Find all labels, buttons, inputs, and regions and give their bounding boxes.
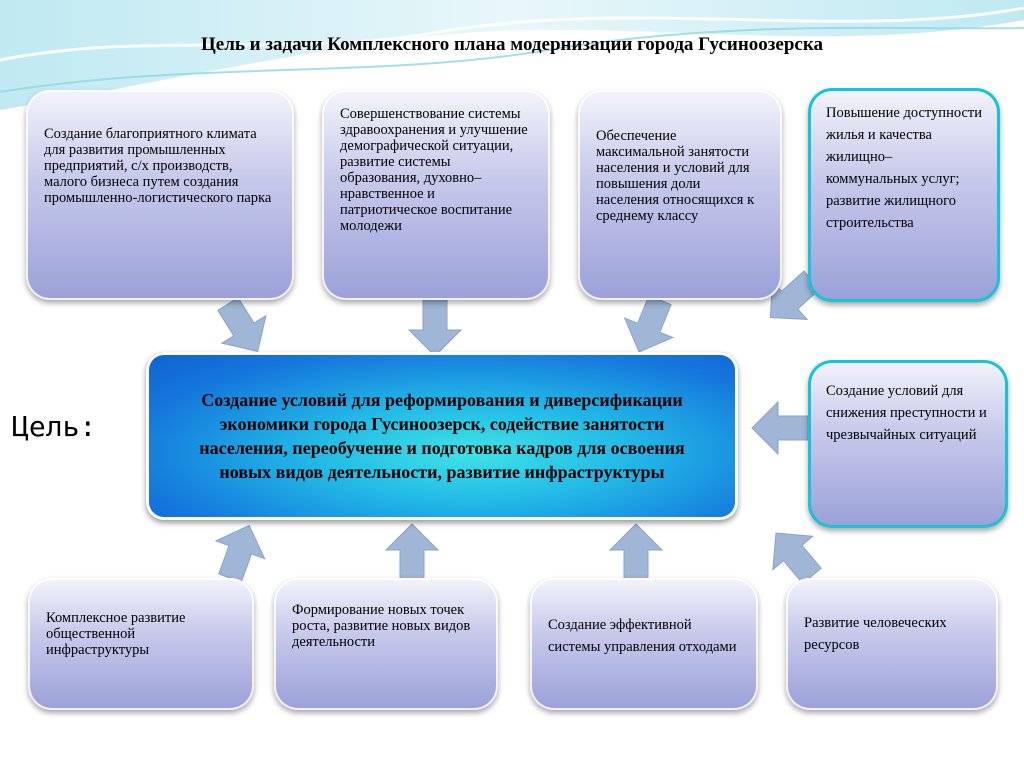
arrow-top-3 bbox=[614, 289, 685, 363]
task-text: Обеспечение максимальной занятости насел… bbox=[596, 128, 755, 224]
task-box-top-2: Совершенствование системы здравоохранени… bbox=[322, 90, 550, 300]
goal-text: Создание условий для реформирования и ди… bbox=[199, 390, 685, 482]
arrow-right bbox=[751, 401, 809, 455]
task-box-bottom-1: Комплексное развитие общественной инфрас… bbox=[28, 578, 254, 710]
arrow-bottom-3 bbox=[609, 523, 663, 581]
goal-box: Создание условий для реформирования и ди… bbox=[146, 352, 738, 520]
arrow-top-2 bbox=[408, 299, 462, 357]
task-text: Комплексное развитие общественной инфрас… bbox=[46, 610, 186, 658]
task-box-bottom-2: Формирование новых точек роста, развитие… bbox=[274, 578, 498, 710]
task-text: Создание эффективной системы управления … bbox=[548, 617, 737, 655]
task-text: Формирование новых точек роста, развитие… bbox=[292, 602, 471, 650]
goal-label: Цель: bbox=[12, 410, 97, 443]
task-box-bottom-3: Создание эффективной системы управления … bbox=[530, 578, 758, 710]
task-text: Совершенствование системы здравоохранени… bbox=[340, 106, 528, 234]
arrow-bottom-2 bbox=[385, 523, 439, 581]
task-box-top-4: Повышение доступности жилья и качества ж… bbox=[808, 88, 1000, 302]
task-box-top-3: Обеспечение максимальной занятости насел… bbox=[578, 90, 782, 300]
task-text: Создание благоприятного климата для разв… bbox=[44, 126, 272, 206]
page-title: Цель и задачи Комплексного плана модерни… bbox=[200, 34, 824, 55]
task-text: Повышение доступности жилья и качества ж… bbox=[826, 105, 982, 231]
task-text: Создание условий для снижения преступнос… bbox=[826, 383, 987, 443]
task-text: Развитие человеческих ресурсов bbox=[804, 615, 947, 653]
background-wave bbox=[0, 0, 1024, 110]
arrow-bottom-1 bbox=[205, 515, 275, 588]
task-box-right: Создание условий для снижения преступнос… bbox=[808, 360, 1008, 528]
task-box-top-1: Создание благоприятного климата для разв… bbox=[26, 90, 294, 300]
task-box-bottom-4: Развитие человеческих ресурсов bbox=[786, 578, 998, 710]
